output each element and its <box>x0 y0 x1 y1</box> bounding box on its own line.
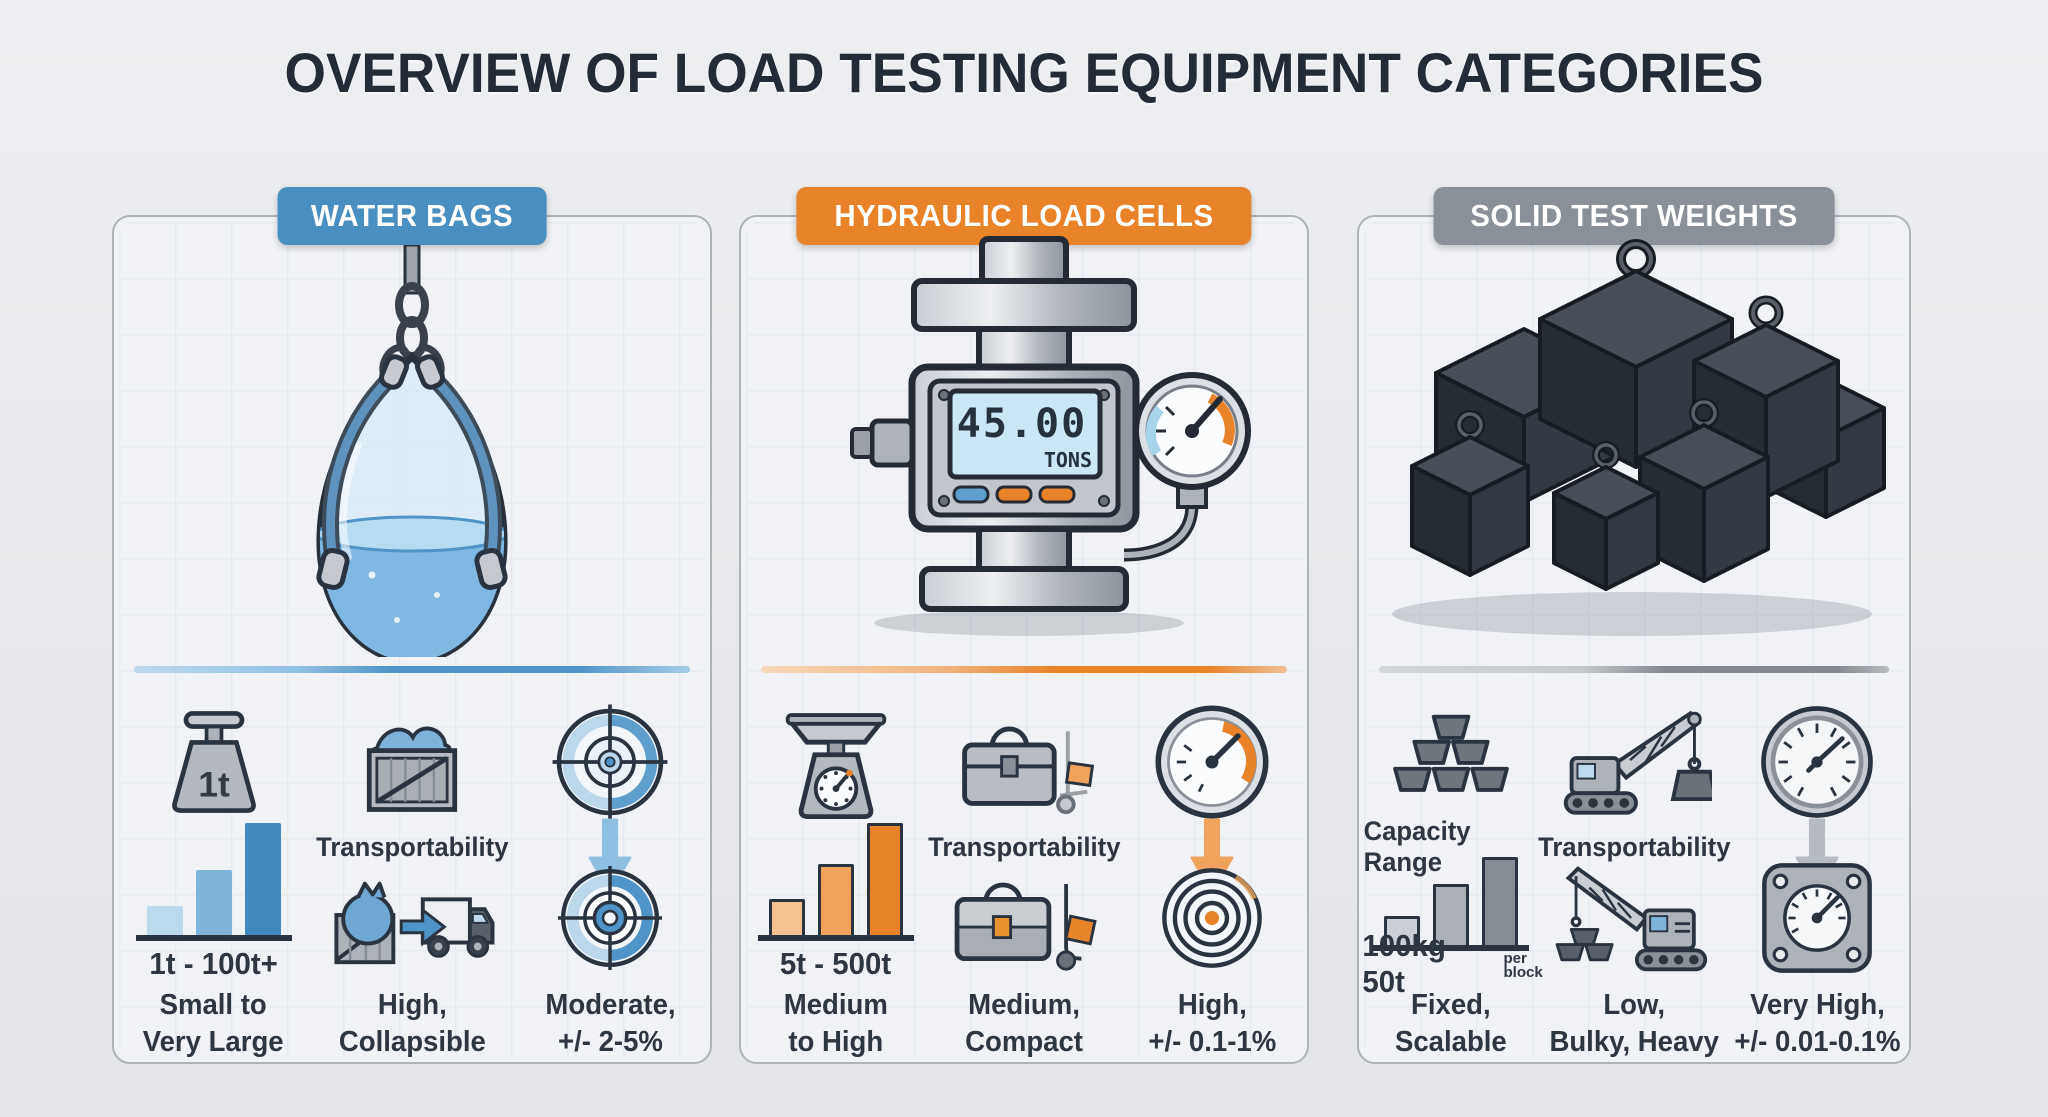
transport-icon-cell <box>1542 697 1726 827</box>
transport-summary: Medium, Compact <box>965 989 1083 1059</box>
bar <box>195 870 232 935</box>
accent-divider <box>761 666 1287 673</box>
bar <box>866 823 903 935</box>
plate-gauge-icon <box>1762 863 1873 973</box>
bullseye-icon <box>558 865 663 971</box>
capacity-range: 100kg - 50t per block <box>1362 928 1543 999</box>
category-card-hydraulic-load-cells: HYDRAULIC LOAD CELLS 45.00 TONS <box>739 187 1309 1064</box>
accuracy-icon-cell <box>1118 697 1307 827</box>
bar <box>146 905 183 935</box>
category-header-badge: WATER BAGS <box>277 187 547 245</box>
load-display-value: 45.00 <box>957 401 1087 447</box>
category-header-label: WATER BAGS <box>310 198 514 233</box>
transport-label: Transportability <box>315 831 509 862</box>
round-gauge-icon <box>1761 706 1873 818</box>
capacity-chart-cell <box>1359 857 1543 951</box>
scale-icon <box>785 713 886 820</box>
transport-icon-cell <box>312 697 511 827</box>
transport-label: Transportability <box>1537 831 1731 862</box>
load-cell-illustration: 45.00 TONS <box>850 236 1251 636</box>
capacity-range: 5t - 500t <box>779 946 892 981</box>
capacity-label: Capacity Range <box>1363 816 1471 877</box>
accuracy-icon-cell <box>511 697 710 827</box>
toolbox-dolly-icon <box>962 726 1095 815</box>
transport-icon2-cell <box>929 859 1118 977</box>
bar <box>1481 857 1518 945</box>
gauge-icon <box>1155 705 1269 819</box>
capacity-range-note: per block <box>1503 949 1543 981</box>
capacity-chart-cell <box>114 823 313 941</box>
category-card-solid-test-weights: SOLID TEST WEIGHTS <box>1357 187 1911 1064</box>
concentric-circles-icon <box>1162 868 1263 968</box>
category-card-water-bags: WATER BAGS <box>112 187 712 1064</box>
category-header-badge: SOLID TEST WEIGHTS <box>1433 187 1835 245</box>
transport-icon-cell <box>929 697 1118 827</box>
load-display-unit: TONS <box>1044 448 1092 472</box>
water-bag-illustration <box>316 245 508 657</box>
accuracy-icon2-cell <box>1725 859 1909 977</box>
crate-icon <box>366 726 458 812</box>
bar-chart-icon <box>1372 857 1529 951</box>
accuracy-summary: High, +/- 0.1-1% <box>1148 989 1277 1059</box>
capacity-chart-cell <box>741 823 930 941</box>
capacity-icon-cell <box>741 697 930 827</box>
capacity-icon-cell: 1t <box>114 697 313 827</box>
accent-divider <box>1379 666 1889 673</box>
category-header-label: SOLID TEST WEIGHTS <box>1470 198 1798 233</box>
crawler-crane-icon <box>1555 866 1708 972</box>
transport-label: Transportability <box>927 831 1121 862</box>
transport-icon2-cell <box>312 859 511 977</box>
bar <box>1383 915 1420 945</box>
page-title: OVERVIEW OF LOAD TESTING EQUIPMENT CATEG… <box>284 41 1764 104</box>
category-header-badge: HYDRAULIC LOAD CELLS <box>796 187 1252 245</box>
bar-chart-icon <box>757 823 914 941</box>
weight-1t-icon: 1t <box>171 711 256 813</box>
briefcase-handtruck-icon <box>954 882 1097 971</box>
capacity-range: 1t - 100t+ <box>149 946 278 981</box>
crane-icon <box>1563 710 1712 815</box>
capacity-icon-cell <box>1359 697 1543 827</box>
transport-icon2-cell <box>1542 859 1726 977</box>
accent-divider <box>134 666 690 673</box>
capacity-summary: Fixed, Scalable <box>1394 989 1507 1059</box>
test-weights-illustration <box>1392 239 1886 636</box>
capacity-summary: Small to Very Large <box>143 989 284 1059</box>
bar <box>1432 884 1469 945</box>
capacity-summary: Medium to High <box>783 989 888 1059</box>
crosshair-target-icon <box>553 704 668 820</box>
accuracy-icon-cell <box>1725 697 1909 827</box>
bar <box>817 864 854 935</box>
category-header-label: HYDRAULIC LOAD CELLS <box>834 198 1214 233</box>
bar <box>768 899 805 935</box>
transport-summary: High, Collapsible <box>338 989 486 1059</box>
accuracy-icon2-cell <box>511 859 710 977</box>
accuracy-summary: Moderate, +/- 2-5% <box>545 989 676 1059</box>
bag-truck-icon <box>334 881 495 965</box>
bar-chart-icon <box>135 823 292 941</box>
transport-summary: Low, Bulky, Heavy <box>1549 989 1719 1059</box>
accuracy-icon2-cell <box>1118 859 1307 977</box>
bar <box>244 823 281 935</box>
ingot-stack-icon <box>1393 714 1509 792</box>
accuracy-summary: Very High, +/- 0.01-0.1% <box>1734 989 1901 1059</box>
weight-icon-label: 1t <box>198 765 230 805</box>
